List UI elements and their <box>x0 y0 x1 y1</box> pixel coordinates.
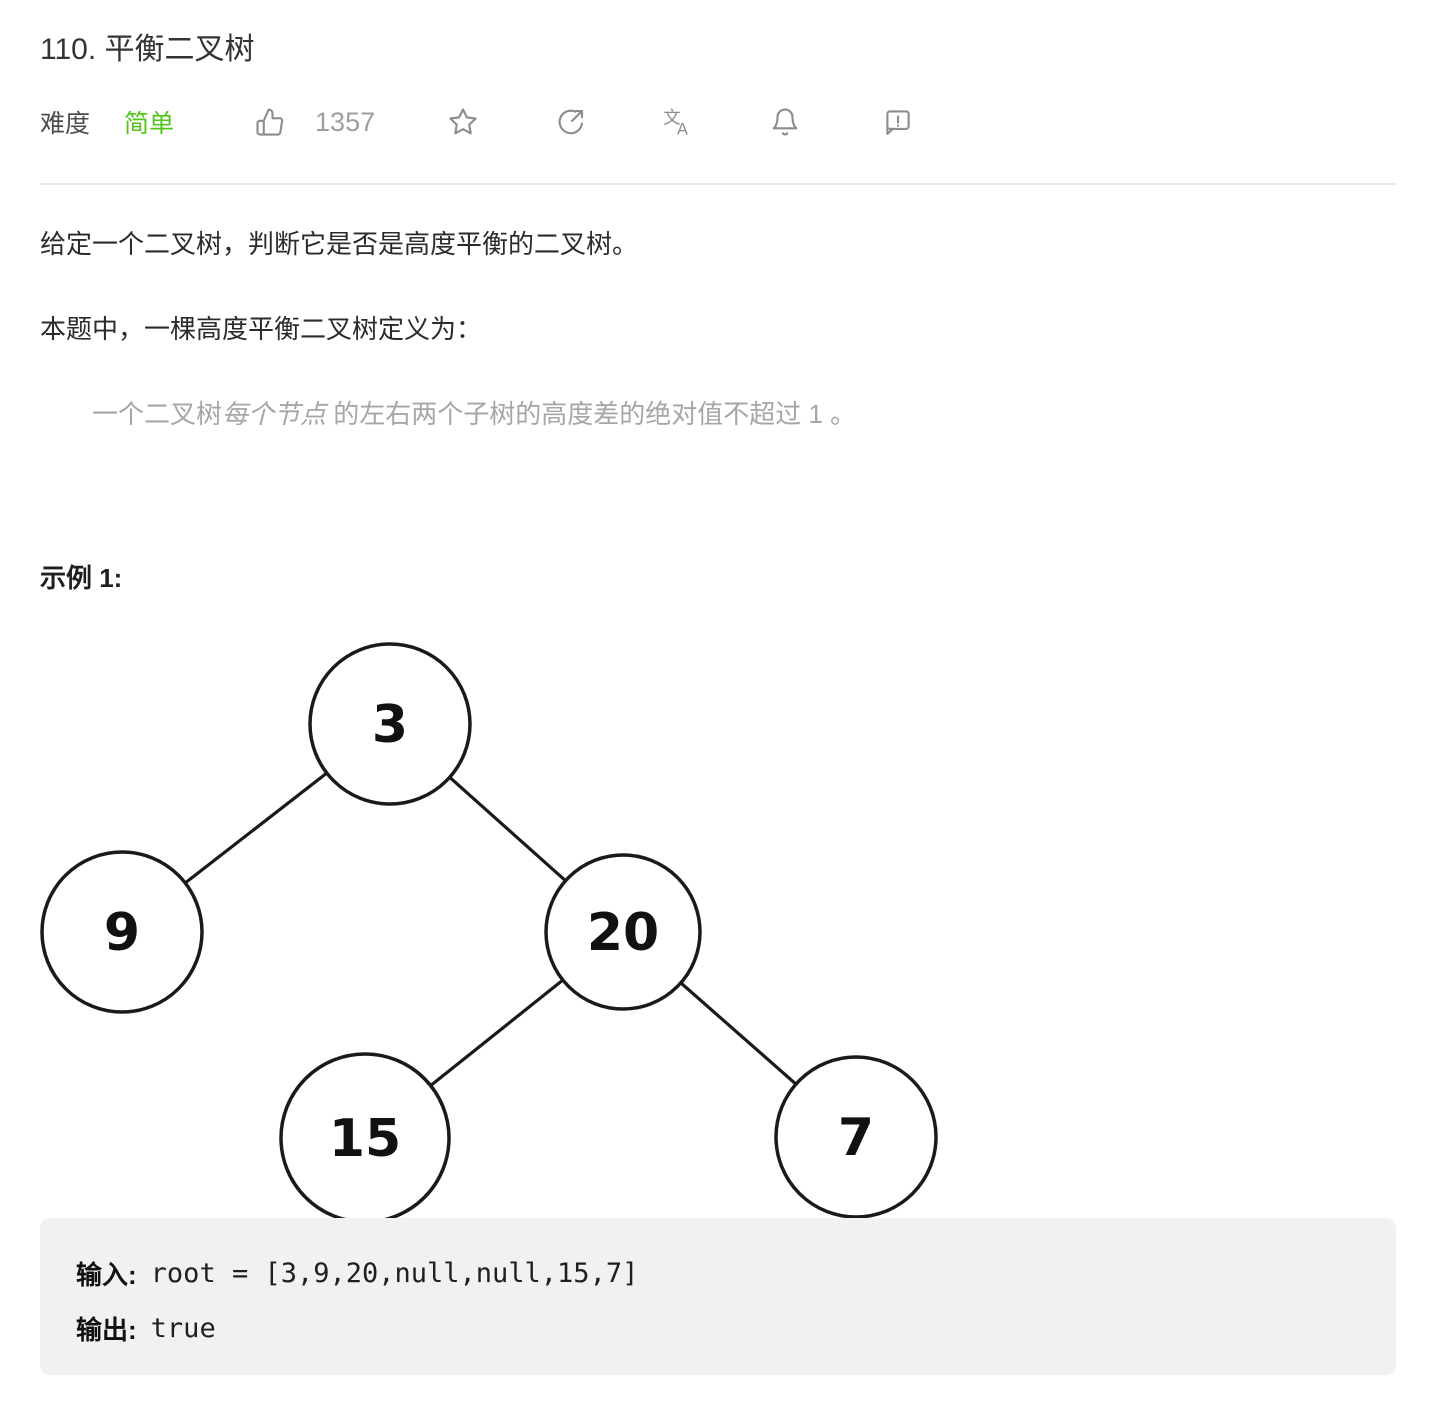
feedback-button[interactable] <box>882 106 914 138</box>
description-paragraph-2: 本题中，一棵高度平衡二叉树定义为： <box>40 314 483 344</box>
difficulty-badge: 简单 <box>124 110 175 138</box>
difficulty-label: 难度 <box>40 110 91 138</box>
definition-quote: 一个二叉树每个节点 的左右两个子树的高度差的绝对值不超过 1 。 <box>92 394 856 431</box>
output-value: true <box>150 1313 216 1344</box>
svg-text:A: A <box>677 121 688 138</box>
bell-icon <box>772 108 798 136</box>
input-label: 输入: <box>76 1260 137 1290</box>
example-heading: 示例 1: <box>40 563 123 593</box>
tree-node-value: 3 <box>372 695 408 755</box>
example-input-line: 输入: root = [3,9,20,null,null,15,7] <box>76 1246 1360 1301</box>
star-icon <box>449 108 477 135</box>
favorite-button[interactable] <box>447 106 479 138</box>
tree-node-value: 20 <box>587 903 659 963</box>
meta-row: 难度 简单 1357 文 A <box>40 100 914 144</box>
tree-node-circle <box>40 850 204 1014</box>
like-count: 1357 <box>315 106 376 137</box>
tree-node-circle <box>774 1055 938 1219</box>
example-output-line: 输出: true <box>76 1301 1360 1356</box>
quote-text: 一个二叉树 <box>92 399 223 429</box>
output-label: 输出: <box>76 1315 137 1345</box>
binary-tree-diagram: 3 9 20 15 7 <box>40 642 938 1224</box>
problem-title: 110. 平衡二叉树 <box>40 33 255 66</box>
share-button[interactable] <box>555 106 587 138</box>
tree-node-circle <box>308 642 472 806</box>
svg-text:文: 文 <box>663 107 681 127</box>
share-icon <box>558 109 584 135</box>
translate-button[interactable]: 文 A <box>661 106 693 138</box>
tree-node-value: 7 <box>838 1108 874 1168</box>
feedback-icon <box>886 110 910 135</box>
tree-node-value: 9 <box>104 903 140 963</box>
notification-button[interactable] <box>769 106 801 138</box>
divider <box>40 183 1396 185</box>
quote-text-suffix: 的左右两个子树的高度差的绝对值不超过 1 。 <box>326 399 857 429</box>
example-io-block: 输入: root = [3,9,20,null,null,15,7] 输出: t… <box>40 1218 1396 1375</box>
input-value: root = [3,9,20,null,null,15,7] <box>150 1258 639 1289</box>
description-paragraph-1: 给定一个二叉树，判断它是否是高度平衡的二叉树。 <box>40 229 639 259</box>
quote-italic-text: 每个节点 <box>222 399 327 429</box>
tree-node-value: 15 <box>329 1109 401 1169</box>
translate-icon: 文 A <box>663 107 688 138</box>
thumbs-up-icon <box>256 108 284 136</box>
tree-node-circle <box>544 853 702 1011</box>
like-button[interactable] <box>254 106 286 138</box>
